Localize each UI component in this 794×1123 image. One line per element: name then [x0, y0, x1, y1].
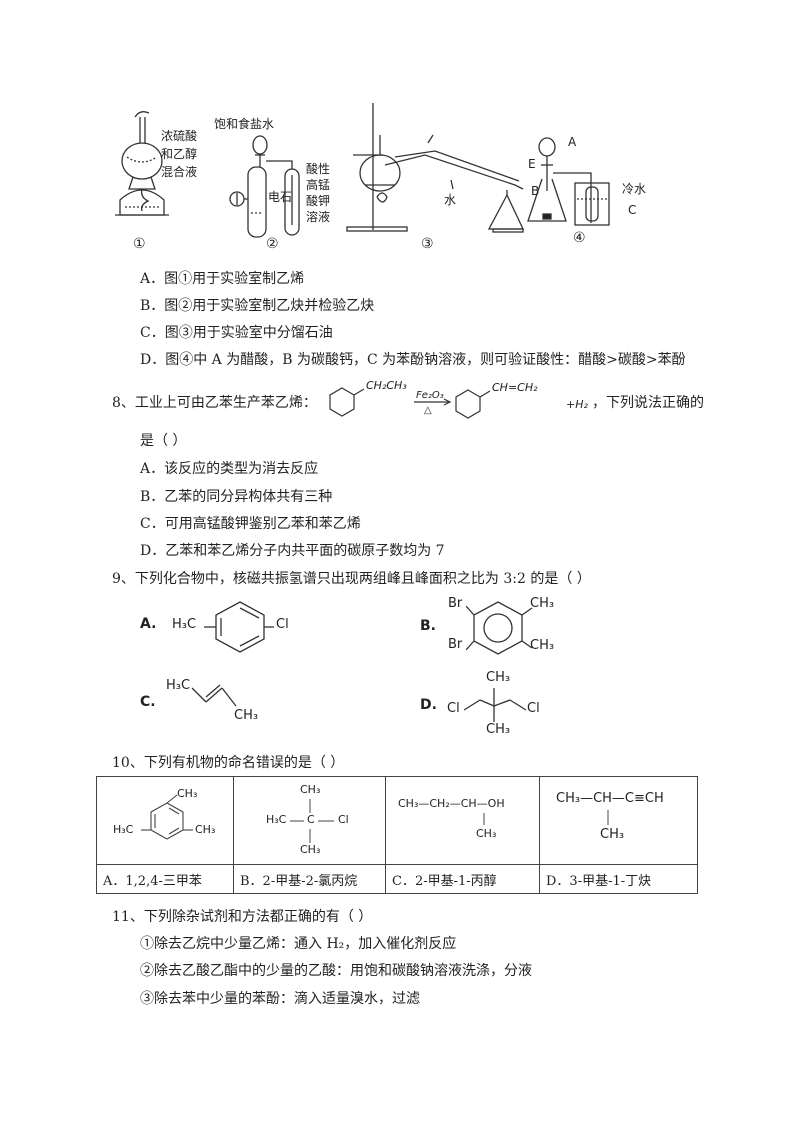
q10-b-center: C [307, 813, 315, 826]
fig2-label-r4: 溶液 [306, 210, 331, 224]
q9-c-left-group: H₃C [166, 678, 191, 693]
q10-struct-b: CH₃ H₃C C Cl CH₃ [233, 776, 386, 865]
q7-option-a: A．图①用于实验室制乙烯 [140, 271, 305, 287]
fig4-label-B: B [531, 184, 540, 198]
q7-option-b: B．图②用于实验室制乙炔并检验乙炔 [140, 298, 375, 314]
q7-option-c: C．图③用于实验室中分馏石油 [140, 325, 333, 341]
apparatus-2 [229, 135, 300, 238]
q9-b-methyl2: CH₃ [530, 638, 555, 653]
apparatus-4 [527, 137, 610, 226]
q9-c-right-group: CH₃ [234, 708, 259, 723]
q11-item-2: ②除去乙酸乙酯中的少量的乙酸：用饱和碳酸钠溶液洗涤，分液 [140, 963, 532, 979]
q8-catalyst: Fe₂O₃ [416, 390, 444, 401]
q8-heat: △ [424, 405, 432, 416]
q11-item-1: ①除去乙烷中少量乙烯：通入 H₂，加入催化剂反应 [140, 936, 457, 952]
apparatus-1 [115, 111, 169, 216]
q8-product-substituent: CH=CH₂ [492, 381, 538, 394]
q9-c-chain [191, 684, 237, 707]
fig3-label-water: 水 [444, 193, 457, 207]
q10-a-methyl-left: H₃C [113, 823, 134, 836]
q9-d-letter: D. [420, 697, 437, 713]
fig2-label-r3: 酸钾 [306, 194, 331, 208]
q11-stem: 11、下列除杂试剂和方法都正确的有（ ） [112, 909, 373, 925]
fig1-label-line3: 混合液 [161, 165, 198, 179]
q9-b-br2: Br [448, 637, 463, 652]
q10-answer-c: C．2-甲基-1-丙醇 [385, 864, 540, 894]
q10-answer-a: A．1,2,4-三甲苯 [96, 864, 234, 894]
q10-struct-c: CH₃—CH₂—CH—OH CH₃ [385, 776, 540, 865]
q8-reactant-substituent: CH₂CH₃ [366, 379, 407, 392]
q10-struct-a: CH₃ H₃C CH₃ [96, 776, 234, 865]
q8-reaction-equation [329, 387, 491, 419]
q11-item-3: ③除去苯中少量的苯酚：滴入适量溴水，过滤 [140, 991, 420, 1007]
q10-c-sub: CH₃ [476, 827, 497, 840]
q10-table: CH₃ H₃C CH₃ CH₃ H₃C C Cl CH₃ CH₃—CH₂—CH—… [96, 776, 698, 894]
q10-stem: 10、下列有机物的命名错误的是（ ） [112, 755, 345, 771]
q10-b-top: CH₃ [300, 783, 321, 796]
q9-d-cl2: Cl [527, 701, 540, 716]
q10-struct-d: CH₃—CH—C≡CH CH₃ [539, 776, 698, 865]
q10-b-left: H₃C [266, 813, 287, 826]
q10-b-right: Cl [338, 813, 349, 826]
q9-d-top: CH₃ [486, 670, 511, 685]
fig3-number: ③ [421, 236, 434, 252]
fig4-label-E: E [528, 157, 536, 171]
fig2-label-mid: 电石 [268, 190, 293, 204]
fig1-label-line2: 和乙醇 [161, 147, 198, 161]
q9-d-cl1: Cl [447, 701, 460, 716]
apparatus-figure [115, 103, 610, 238]
q9-d-bottom: CH₃ [486, 722, 511, 737]
q8-option-c: C．可用高锰酸钾鉴别乙苯和苯乙烯 [140, 516, 361, 532]
q9-b-benzene-ring [466, 601, 533, 655]
q9-a-letter: A. [140, 616, 157, 632]
fig4-label-A: A [568, 135, 577, 149]
q10-d-sub: CH₃ [600, 827, 625, 842]
q9-a-right-group: Cl [276, 617, 289, 632]
fig4-number: ④ [573, 230, 586, 246]
fig2-number: ② [266, 236, 279, 252]
q9-b-br1: Br [448, 596, 463, 611]
q9-b-methyl1: CH₃ [530, 596, 555, 611]
q10-answer-d: D．3-甲基-1-丁炔 [539, 864, 698, 894]
q9-b-letter: B. [420, 618, 436, 634]
fig4-label-C: C [628, 203, 637, 217]
q10-c-main: CH₃—CH₂—CH—OH [398, 797, 505, 810]
q8-hydrogen: +H₂ [566, 398, 588, 411]
q10-a-methyl-right: CH₃ [195, 823, 216, 836]
q9-stem: 9、下列化合物中，核磁共振氢谱只出现两组峰且峰面积之比为 3:2 的是（ ） [112, 571, 591, 587]
fig2-label-r1: 酸性 [306, 162, 331, 176]
q8-option-b: B．乙苯的同分异构体共有三种 [140, 489, 333, 505]
q10-a-methyl-top: CH₃ [177, 787, 198, 800]
q10-d-main: CH₃—CH—C≡CH [556, 791, 664, 806]
q8-stem-continued: ，下列说法正确的 [592, 395, 704, 411]
q9-a-left-group: H₃C [172, 617, 197, 632]
fig2-label-r2: 高锰 [306, 178, 331, 192]
fig2-label-top: 饱和食盐水 [214, 117, 275, 131]
fig1-number: ① [133, 236, 146, 252]
q10-b-bottom: CH₃ [300, 843, 321, 856]
q8-option-a: A．该反应的类型为消去反应 [140, 461, 319, 477]
q9-a-benzene-ring [204, 601, 274, 653]
q10-answer-b: B．2-甲基-2-氯丙烷 [233, 864, 386, 894]
apparatus-3 [346, 103, 525, 233]
q8-stem-end: 是（ ） [140, 433, 187, 449]
fig1-label-line1: 浓硫酸 [161, 129, 198, 143]
q8-stem: 8、工业上可由乙苯生产苯乙烯： [112, 395, 317, 411]
q9-c-letter: C. [140, 694, 156, 710]
q7-option-d: D．图④中 A 为醋酸，B 为碳酸钙，C 为苯酚钠溶液，则可验证酸性：醋酸>碳酸… [140, 352, 686, 368]
q9-d-skeleton [463, 688, 527, 722]
fig4-label-cold: 冷水 [622, 182, 647, 196]
q8-option-d: D．乙苯和苯乙烯分子内共平面的碳原子数均为 7 [140, 543, 445, 559]
